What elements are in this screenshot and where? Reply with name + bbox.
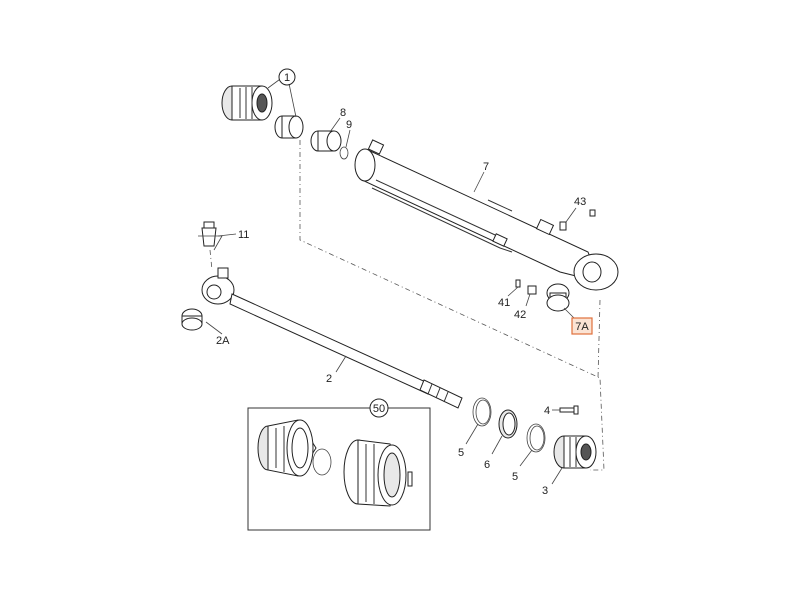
callout-41[interactable]: 41 bbox=[498, 297, 510, 309]
part-3-piston[interactable] bbox=[553, 435, 597, 469]
part-9-o-ring[interactable] bbox=[339, 146, 349, 160]
callout-1[interactable]: 1 bbox=[278, 68, 296, 86]
leader-5a bbox=[465, 423, 479, 445]
callout-2a[interactable]: 2A bbox=[216, 335, 230, 347]
svg-text:7A: 7A bbox=[575, 321, 589, 333]
callout-5a[interactable]: 5 bbox=[458, 447, 464, 459]
callout-7a-highlighted[interactable]: 7A bbox=[571, 317, 593, 335]
callout-4[interactable]: 4 bbox=[544, 405, 550, 417]
leader-5b bbox=[519, 449, 533, 467]
leader-41 bbox=[507, 286, 519, 297]
leader-6 bbox=[491, 435, 503, 455]
kit-50-o-ring[interactable] bbox=[312, 448, 332, 476]
part-8-bushing[interactable] bbox=[310, 130, 342, 152]
callout-3[interactable]: 3 bbox=[542, 485, 548, 497]
leader-43 bbox=[565, 207, 577, 223]
part-11-grease-nipple[interactable] bbox=[198, 221, 223, 251]
callout-6[interactable]: 6 bbox=[484, 459, 490, 471]
part-2-piston-rod[interactable] bbox=[201, 267, 463, 409]
leader-7 bbox=[473, 171, 485, 193]
svg-text:1: 1 bbox=[284, 72, 290, 84]
part-1-bushing[interactable] bbox=[274, 115, 304, 139]
part-5-backup-ring-b[interactable] bbox=[526, 423, 546, 453]
leader-2 bbox=[335, 355, 347, 373]
callout-11[interactable]: 11 bbox=[238, 229, 249, 241]
leader-11 bbox=[217, 233, 237, 237]
leader-9 bbox=[345, 129, 351, 148]
kit-50-pin[interactable] bbox=[407, 471, 413, 487]
part-42-plug[interactable] bbox=[527, 285, 537, 295]
part-7-cylinder-tube[interactable] bbox=[354, 139, 619, 291]
svg-text:50: 50 bbox=[373, 403, 385, 415]
part-2a-bushing[interactable] bbox=[181, 308, 203, 331]
callout-43[interactable]: 43 bbox=[574, 196, 586, 208]
assembly-guide-lines bbox=[299, 140, 605, 471]
callout-9[interactable]: 9 bbox=[346, 119, 352, 131]
part-1-gland-assembly[interactable] bbox=[221, 85, 273, 121]
leader-3 bbox=[551, 467, 563, 485]
guide-11 bbox=[209, 249, 213, 271]
callout-8[interactable]: 8 bbox=[340, 107, 346, 119]
leader-42 bbox=[525, 293, 531, 307]
part-6-seal-ring[interactable] bbox=[498, 409, 518, 439]
part-5-backup-ring-a[interactable] bbox=[472, 397, 492, 427]
callout-2[interactable]: 2 bbox=[326, 373, 332, 385]
leader-2a bbox=[205, 321, 223, 335]
part-41-screw[interactable] bbox=[515, 279, 521, 288]
callout-7[interactable]: 7 bbox=[483, 161, 489, 173]
callout-50[interactable]: 50 bbox=[369, 398, 389, 418]
kit-50-piston-seal[interactable] bbox=[257, 419, 317, 477]
leader-8 bbox=[329, 117, 341, 133]
callout-42[interactable]: 42 bbox=[514, 309, 526, 321]
callout-5b[interactable]: 5 bbox=[512, 471, 518, 483]
part-4-set-screw[interactable] bbox=[559, 405, 579, 415]
part-7a-bushing[interactable] bbox=[546, 283, 570, 312]
kit-50-rod-seal-set[interactable] bbox=[343, 439, 407, 507]
part-43-grease-fitting[interactable] bbox=[559, 209, 596, 231]
